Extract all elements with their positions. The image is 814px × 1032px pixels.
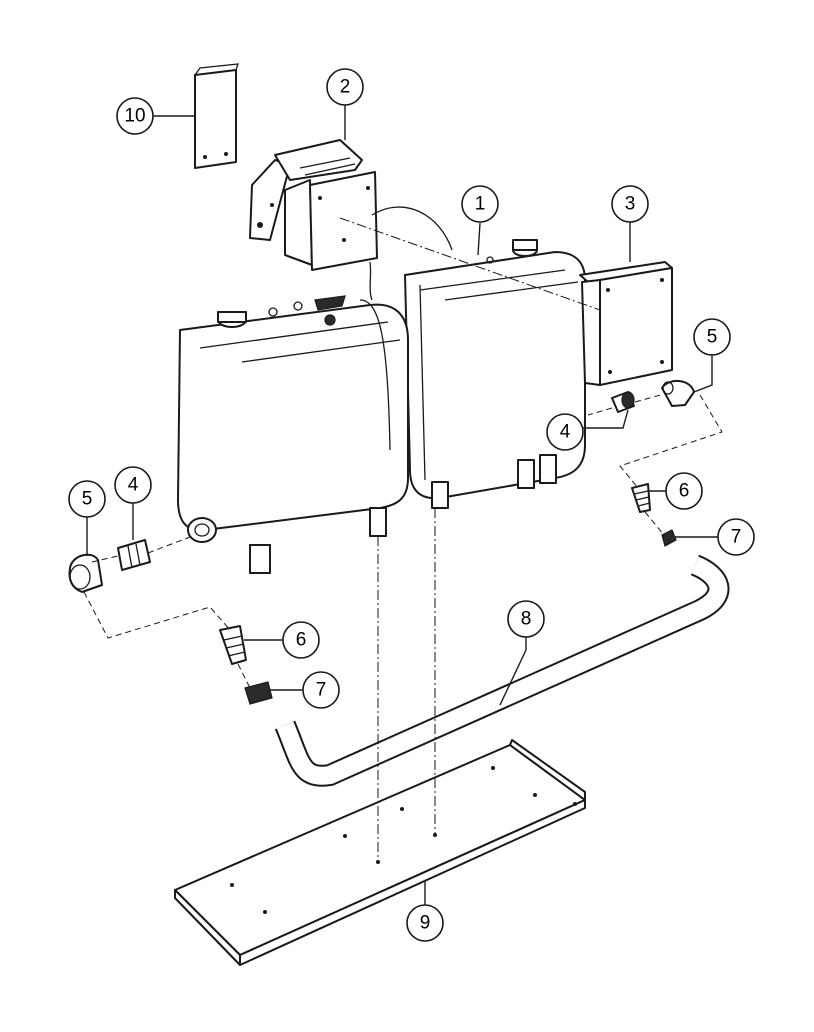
callout-1: 1 — [461, 185, 499, 223]
callout-6-left-label: 6 — [296, 630, 307, 651]
callout-8: 8 — [507, 600, 545, 638]
callout-5-right-label: 5 — [707, 327, 718, 348]
callout-2-label: 2 — [340, 77, 351, 98]
callout-10-label: 10 — [124, 106, 145, 127]
mounting-bracket-part — [194, 63, 239, 169]
callout-6-right-label: 6 — [679, 481, 690, 502]
tank-rear-part — [404, 239, 586, 509]
callout-7-right: 7 — [717, 518, 755, 556]
callout-7-left-label: 7 — [316, 680, 327, 701]
fittings-right-parts — [611, 380, 695, 547]
callout-1-label: 1 — [475, 194, 486, 215]
fittings-left-parts — [68, 539, 273, 705]
callout-7-left: 7 — [302, 671, 340, 709]
callout-5-right: 5 — [693, 318, 731, 356]
callout-6-left: 6 — [282, 621, 320, 659]
callout-3: 3 — [611, 185, 649, 223]
control-box-part — [249, 139, 453, 301]
callout-10: 10 — [116, 97, 154, 135]
assembly-lines — [83, 217, 723, 862]
callout-9-label: 9 — [420, 913, 431, 934]
callout-7-right-label: 7 — [731, 527, 742, 548]
tank-front-part — [177, 284, 426, 574]
callout-9: 9 — [406, 904, 444, 942]
callout-5-left: 5 — [68, 480, 106, 518]
callout-3-label: 3 — [625, 194, 636, 215]
callout-4-right-label: 4 — [560, 422, 571, 443]
callout-4-left-label: 4 — [128, 475, 139, 496]
side-cover-part — [579, 261, 673, 386]
callout-6-right: 6 — [665, 472, 703, 510]
callout-5-left-label: 5 — [82, 489, 93, 510]
hose-part — [274, 554, 730, 787]
callout-2: 2 — [326, 68, 364, 106]
callout-8-label: 8 — [521, 609, 532, 630]
callout-4-left: 4 — [114, 466, 152, 504]
callout-leaders — [86, 105, 718, 905]
callout-4-right: 4 — [546, 413, 584, 451]
base-plate-part — [174, 739, 586, 966]
